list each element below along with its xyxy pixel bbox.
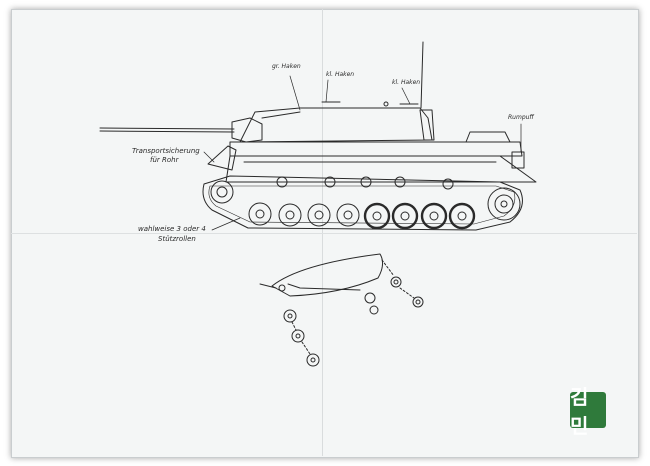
gun-barrel [99,117,263,143]
return-rollers [276,176,454,190]
label-gr-haken: gr. Haken [272,63,301,70]
hull [207,131,537,183]
leader-lines [203,75,522,231]
exploded-detail [259,253,424,367]
label-transportsicherung: Transportsicherung [132,147,200,155]
superstructure [239,41,435,143]
label-kl-haken-2: kl. Haken [392,79,421,86]
fold-line-vertical [322,9,323,456]
label-stuetzrollen: Stützrollen [158,235,196,243]
signature-stamp: 김민 [570,385,606,438]
fold-line-horizontal [11,233,637,234]
road-wheels [248,202,476,230]
label-fuer-rohr: für Rohr [150,156,179,164]
label-wahlweise: wahlweise 3 oder 4 [138,225,206,233]
sprocket [210,180,521,221]
label-kl-haken: kl. Haken [326,71,355,78]
track [202,175,523,231]
label-rumpuff: Rumpuff [508,114,534,121]
